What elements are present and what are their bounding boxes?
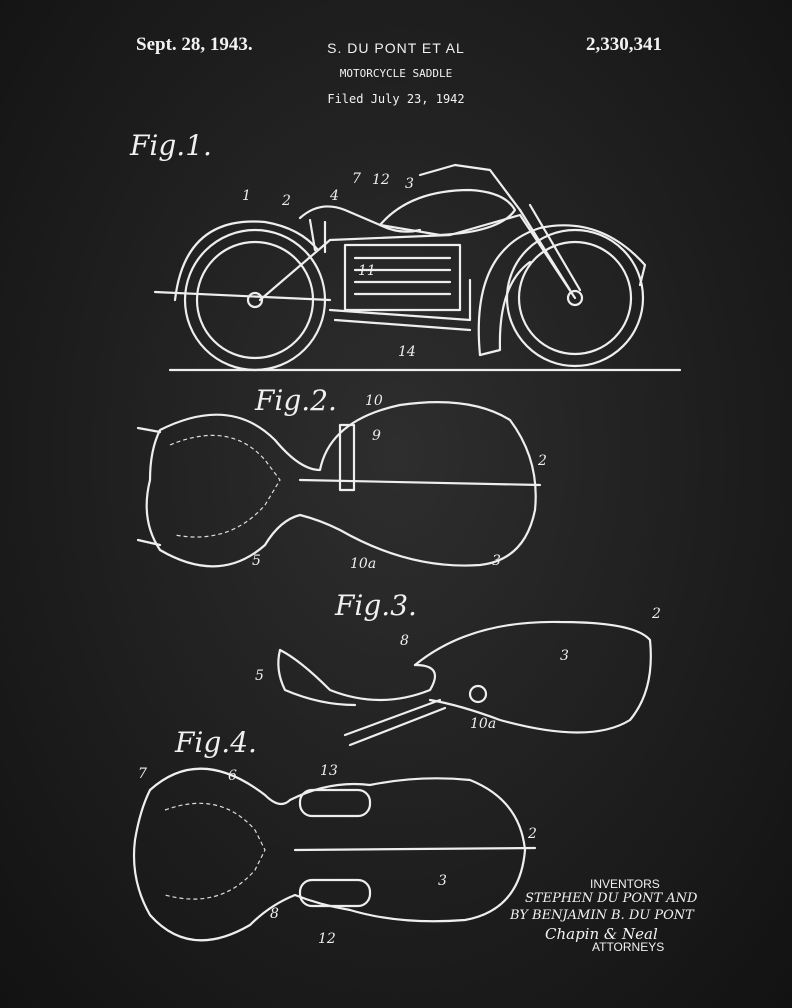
exhaust xyxy=(333,318,472,332)
saddle-tank-outline xyxy=(132,767,527,942)
saddle-rear xyxy=(277,648,357,707)
mount-knob xyxy=(468,684,488,704)
ref-label: 4 xyxy=(329,188,339,204)
ref-label: 14 xyxy=(398,344,416,360)
fuel-tank xyxy=(378,188,517,237)
ref-label: 1 xyxy=(242,188,251,204)
saddle-body xyxy=(278,648,437,702)
figure-3-label: Fig.3. xyxy=(334,589,417,622)
figure-2-top-view: Fig.2. 10 9 2 5 10a 3 xyxy=(136,384,547,572)
saddle-seam xyxy=(164,802,266,900)
ref-label: 7 xyxy=(352,171,361,187)
lower-frame xyxy=(328,278,472,322)
ref-label: 5 xyxy=(255,668,264,684)
saddle-seam xyxy=(169,434,281,538)
center-bar xyxy=(298,478,542,487)
handlebar xyxy=(418,163,522,212)
rear-carrier xyxy=(153,290,332,302)
ref-label: 7 xyxy=(138,766,147,782)
figure-1-label: Fig.1. xyxy=(129,129,212,162)
ref-label: 12 xyxy=(372,172,390,188)
upper-slot xyxy=(298,788,372,818)
ref-label: 2 xyxy=(281,193,291,209)
saddle-post xyxy=(343,698,447,747)
saddle-springs xyxy=(308,218,327,254)
patent-subject: MOTORCYCLE SADDLE xyxy=(339,67,453,80)
figure-3-perspective: Fig.3. 2 8 3 5 10a xyxy=(255,589,661,747)
rear-wheel xyxy=(183,228,327,372)
front-hub xyxy=(566,289,584,307)
ref-label: 2 xyxy=(537,453,547,469)
ref-label: 6 xyxy=(228,768,237,784)
front-fork xyxy=(518,203,582,292)
ref-label: 9 xyxy=(372,428,381,444)
inventor-line-2: BY BENJAMIN B. DU PONT xyxy=(510,908,694,923)
ref-label: 3 xyxy=(438,873,447,889)
ref-label: 2 xyxy=(527,826,537,842)
figure-2-label: Fig.2. xyxy=(254,384,337,417)
filed-date: Filed July 23, 1942 xyxy=(327,92,465,106)
inventor-line-1: STEPHEN DU PONT AND xyxy=(525,891,698,906)
figure-1-motorcycle: Fig.1. 1 2 4 7 12 xyxy=(129,129,682,372)
ref-label: 10a xyxy=(350,556,376,572)
ref-label: 3 xyxy=(405,176,414,192)
ref-label: 3 xyxy=(492,553,501,569)
rear-hub xyxy=(246,291,264,309)
figure-4-top-view: Fig.4. 7 6 13 2 3 8 12 xyxy=(132,726,537,947)
ref-label: 8 xyxy=(400,633,409,649)
mount-post xyxy=(338,423,356,492)
ref-label: 5 xyxy=(252,553,261,569)
attorneys-label: ATTORNEYS xyxy=(592,940,665,954)
attorney-signature: Chapin & Neal xyxy=(545,925,658,943)
front-wheel-rim xyxy=(517,240,633,356)
ref-label: 10 xyxy=(365,393,383,409)
tank-outline xyxy=(413,620,652,734)
front-fender-skirt xyxy=(478,260,532,357)
patent-date: Sept. 28, 1943. xyxy=(136,34,253,55)
lower-slot xyxy=(298,878,372,908)
inventors-label: INVENTORS xyxy=(590,877,660,891)
inventor-name: S. DU PONT ET AL xyxy=(327,40,465,56)
ref-label: 3 xyxy=(560,648,569,664)
ref-label: 13 xyxy=(320,763,338,779)
rear-fender xyxy=(173,220,320,302)
front-fender xyxy=(477,224,647,357)
saddle-rails xyxy=(136,426,162,547)
engine-block xyxy=(343,243,462,312)
saddle xyxy=(298,205,422,233)
patent-number: 2,330,341 xyxy=(586,34,662,55)
center-bar xyxy=(293,846,537,852)
engine-fins xyxy=(353,256,452,296)
figure-4-label: Fig.4. xyxy=(174,726,257,759)
rear-wheel-rim xyxy=(195,240,315,360)
ref-label: 10a xyxy=(470,716,496,732)
ref-label: 8 xyxy=(270,906,279,922)
ref-label: 2 xyxy=(651,606,661,622)
ref-label: 12 xyxy=(318,931,336,947)
front-wheel xyxy=(505,228,645,368)
ref-label: 11 xyxy=(358,263,376,279)
saddle-tank-outline xyxy=(145,401,537,568)
